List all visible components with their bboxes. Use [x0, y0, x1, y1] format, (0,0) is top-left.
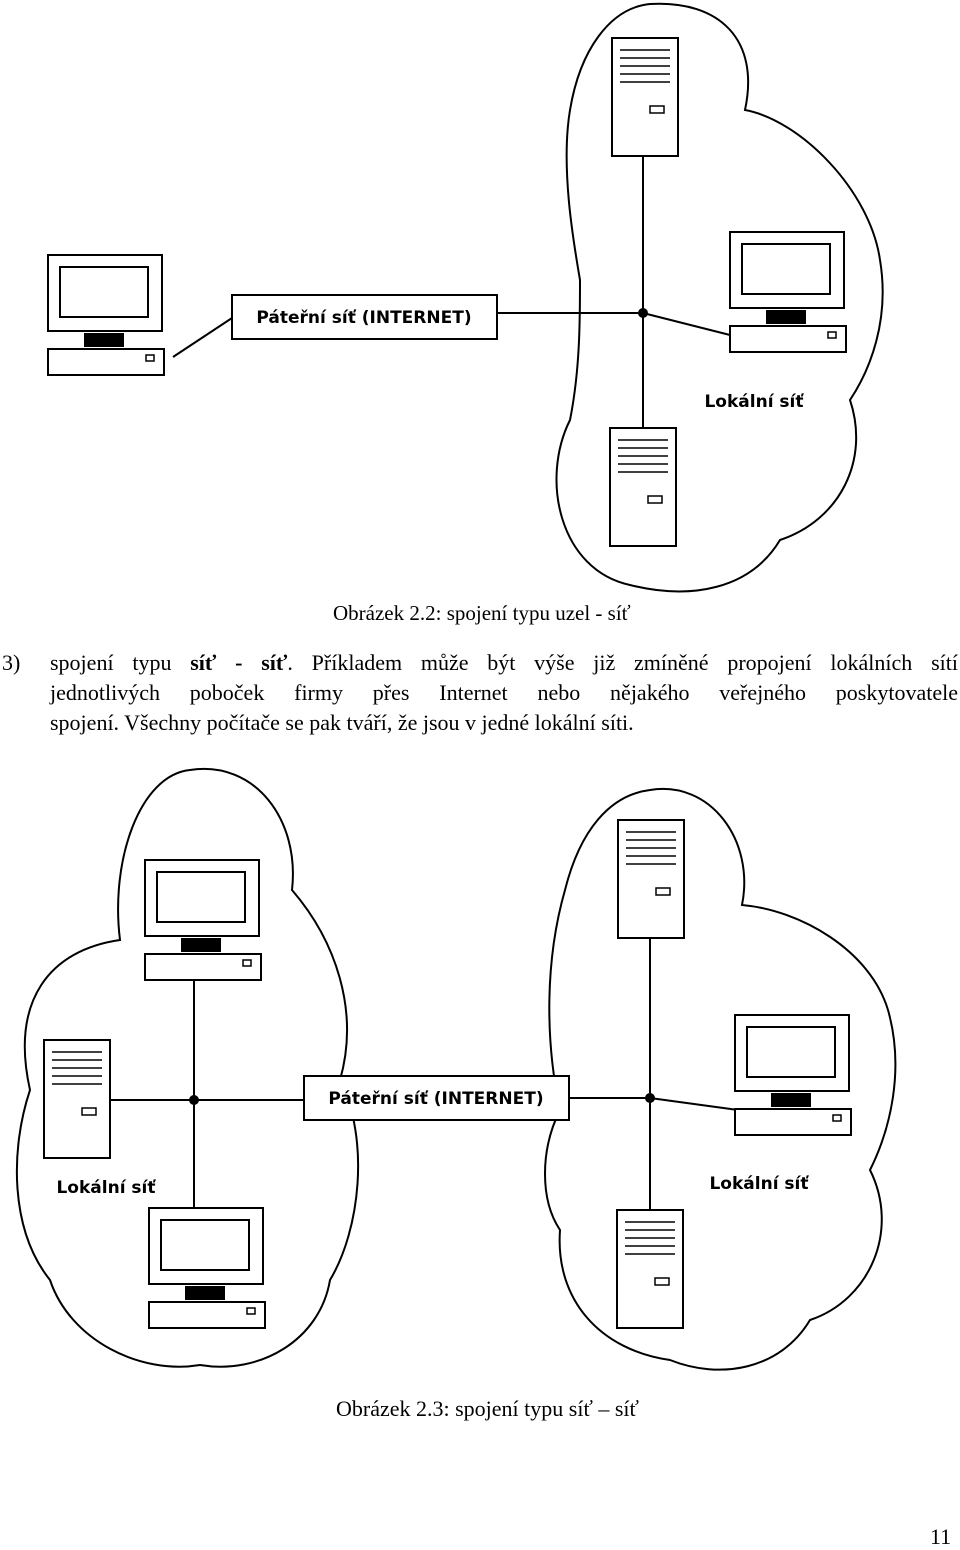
server-tower-icon: [616, 1209, 684, 1329]
backbone-box: [231, 294, 498, 340]
lan-computer-icon: [144, 859, 262, 981]
page-number: 11: [930, 1524, 952, 1549]
backbone-label: Páteřní síť (INTERNET): [256, 308, 471, 328]
lan-label: Lokální síť: [704, 392, 804, 412]
backbone-link: [172, 317, 233, 358]
bold-term: síť - síť: [190, 650, 288, 675]
lan-computer-icon: [148, 1207, 266, 1329]
figure-2: Páteřní síť (INTERNET) Lokální síť Lokál…: [15, 767, 897, 1371]
paragraph-line-1: spojení typu síť - síť. Příkladem může b…: [50, 650, 958, 675]
server-tower-icon: [617, 819, 685, 939]
lan-computer-icon: [729, 231, 847, 353]
lan-label-right: Lokální síť: [709, 1174, 809, 1194]
lan-cloud-1: [555, 2, 884, 593]
figure-caption-1: Obrázek 2.2: spojení typu uzel - síť: [333, 601, 631, 625]
server-tower-icon: [43, 1039, 111, 1159]
backbone-label: Páteřní síť (INTERNET): [328, 1089, 543, 1109]
client-computer-icon: [47, 254, 165, 376]
lan-label-left: Lokální síť: [56, 1178, 156, 1198]
server-tower-icon: [609, 427, 677, 547]
lan-cloud-right: [544, 787, 897, 1371]
backbone-box: [303, 1075, 570, 1121]
figure-caption-2: Obrázek 2.3: spojení typu síť – síť: [336, 1396, 639, 1421]
item-number: 3): [2, 650, 21, 675]
paragraph-line-3: spojení. Všechny počítače se pak tváří, …: [50, 710, 634, 735]
server-tower-icon: [611, 37, 679, 157]
lan-cloud-left: [15, 767, 360, 1368]
lan-computer-icon: [734, 1014, 852, 1136]
paragraph-line-2: jednotlivých poboček firmy přes Internet…: [50, 680, 958, 705]
figure-1: Páteřní síť (INTERNET) Lokální síť: [47, 2, 884, 593]
